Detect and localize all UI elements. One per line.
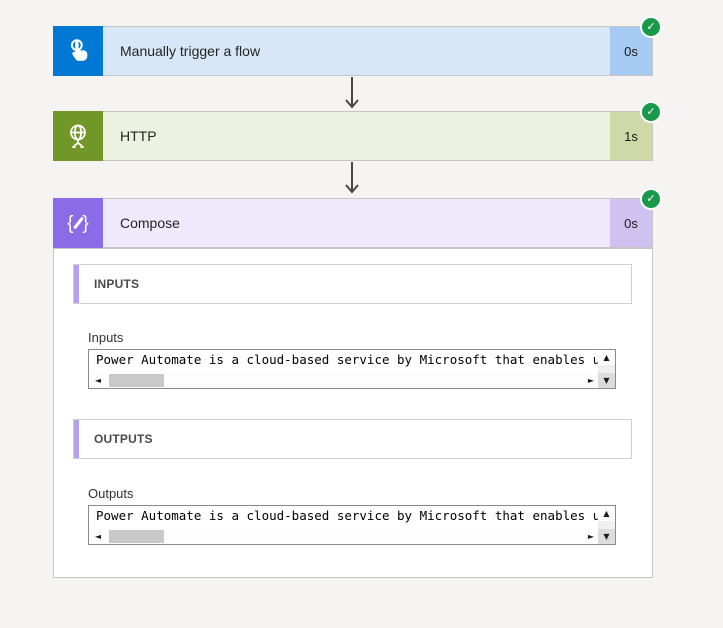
scrollbar-thumb[interactable] <box>109 530 164 543</box>
flow-node-manual-trigger[interactable]: Manually trigger a flow 0s ✓ <box>53 16 662 76</box>
checkmark-icon: ✓ <box>640 101 662 123</box>
horizontal-scrollbar[interactable]: ◄ ► <box>89 373 598 388</box>
outputs-section-label: OUTPUTS <box>94 432 153 446</box>
outputs-field-label: Outputs <box>88 486 134 501</box>
scroll-up-icon[interactable]: ▲ <box>598 506 615 521</box>
flow-node-compose[interactable]: { } Compose 0s ✓ <box>53 188 662 248</box>
connector-arrow <box>342 162 362 203</box>
scroll-up-icon[interactable]: ▲ <box>598 350 615 365</box>
vertical-scrollbar[interactable]: ▲ ▼ <box>598 506 615 544</box>
vertical-scrollbar[interactable]: ▲ ▼ <box>598 350 615 388</box>
scroll-down-icon[interactable]: ▼ <box>598 529 615 544</box>
scroll-left-icon[interactable]: ◄ <box>94 532 102 541</box>
scroll-left-icon[interactable]: ◄ <box>94 376 102 385</box>
section-accent-bar <box>74 420 79 458</box>
inputs-text-value: Power Automate is a cloud-based service … <box>96 352 598 367</box>
section-accent-bar <box>74 265 79 303</box>
horizontal-scrollbar[interactable]: ◄ ► <box>89 529 598 544</box>
inputs-field-label: Inputs <box>88 330 124 345</box>
flow-node-http[interactable]: HTTP 1s ✓ <box>53 101 662 161</box>
inputs-section-header: INPUTS <box>73 264 632 304</box>
node-title: Manually trigger a flow <box>103 27 610 75</box>
node-title: Compose <box>103 199 610 247</box>
compose-run-details-panel: INPUTS Inputs Power Automate is a cloud-… <box>53 248 653 578</box>
outputs-text-value: Power Automate is a cloud-based service … <box>96 508 598 523</box>
outputs-section-header: OUTPUTS <box>73 419 632 459</box>
inputs-textbox[interactable]: Power Automate is a cloud-based service … <box>88 349 616 389</box>
globe-icon <box>53 111 103 161</box>
braces-pencil-icon: { } <box>53 198 103 248</box>
scrollbar-thumb[interactable] <box>109 374 164 387</box>
touch-icon <box>53 26 103 76</box>
connector-arrow <box>342 77 362 118</box>
scroll-right-icon[interactable]: ► <box>587 532 595 541</box>
node-title: HTTP <box>103 112 610 160</box>
scroll-right-icon[interactable]: ► <box>587 376 595 385</box>
outputs-textbox[interactable]: Power Automate is a cloud-based service … <box>88 505 616 545</box>
scroll-down-icon[interactable]: ▼ <box>598 373 615 388</box>
inputs-section-label: INPUTS <box>94 277 140 291</box>
checkmark-icon: ✓ <box>640 16 662 38</box>
checkmark-icon: ✓ <box>640 188 662 210</box>
